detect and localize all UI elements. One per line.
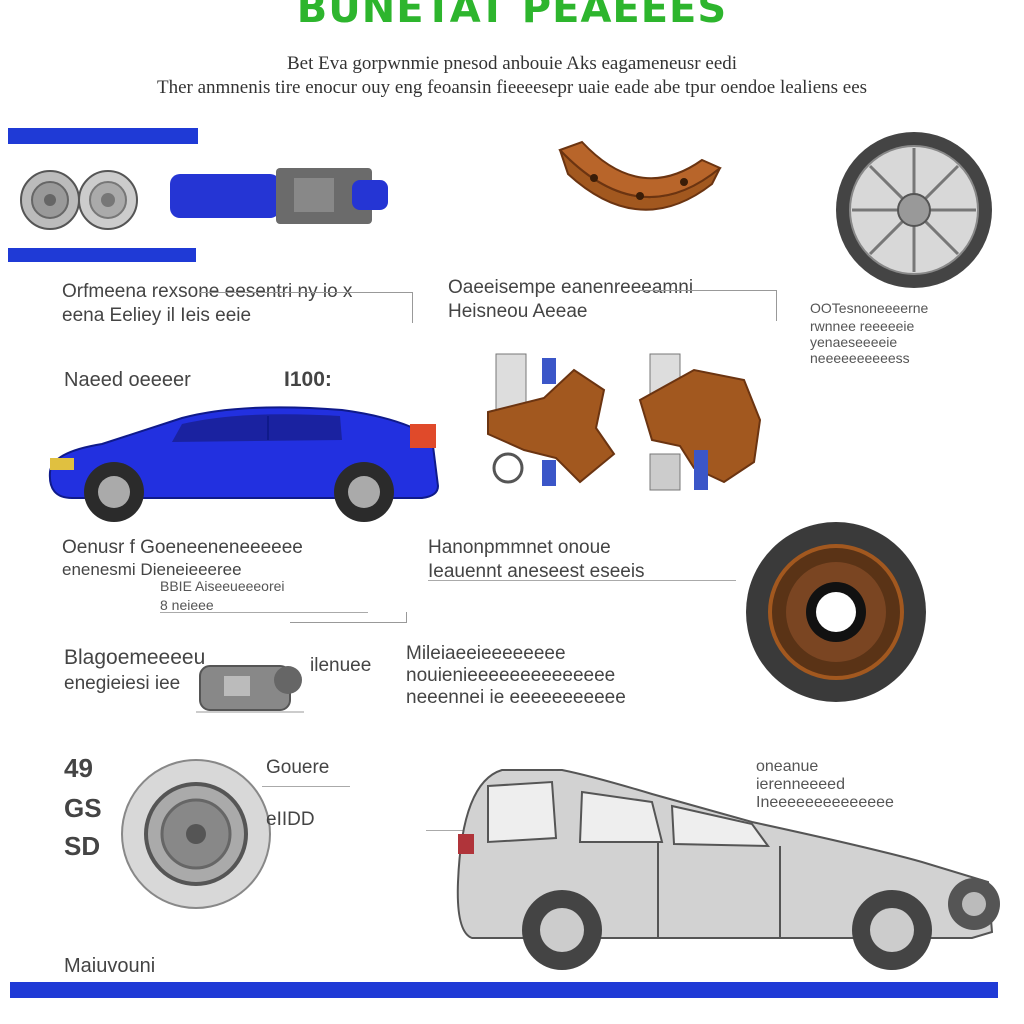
- page-title: BUNETAT PEAEEES: [296, 0, 728, 32]
- section1-right-text-1: OOTesnoneeeerne: [810, 300, 929, 316]
- section1-right-text-4: neeeeeeeeeess: [810, 350, 910, 366]
- section2-left-text-2: enenesmi Dieneieeeree: [62, 560, 242, 579]
- subtitle-line-2: Ther anmnenis tire enocur ouy eng feoans…: [156, 77, 868, 98]
- stat-number-3: SD: [64, 831, 101, 861]
- section3-mid-text-1: Mileiaeeieeeeeeee: [406, 643, 566, 664]
- footer-text: Maiuvouni: [64, 955, 156, 977]
- car-label: Naeed oeeeer: [64, 369, 191, 391]
- gray-suv-illustration: [456, 769, 1000, 970]
- section1-left-text-2: eena Eeliey il Ieis eeie: [62, 305, 252, 326]
- wheel-label-2: eIIDD: [266, 809, 315, 830]
- wheel-hub-illustration: [121, 759, 271, 909]
- brake-rotor-illustration: [746, 522, 926, 702]
- leader-line: [428, 580, 736, 581]
- caliper-illustration: [196, 665, 304, 713]
- section1-mid-text-2: Heisneou Aeeae: [448, 301, 588, 322]
- suv-label-3: Ineeeeeeeeeeeeee: [756, 794, 894, 811]
- section3-left-text-1: Blagoemeeeeu: [64, 646, 206, 669]
- section1-mid-text-1: Oaeeisempe eanenreeeamni: [448, 277, 694, 298]
- section3-side-text: ilenuee: [310, 655, 372, 676]
- suspension-parts-illustration: [487, 353, 762, 491]
- section1-left-text-1: Orfmeena rexsone eesentri ny io x: [62, 281, 353, 302]
- section2-left-text-4: 8 neieee: [160, 597, 214, 613]
- section2-mid-text-1: Hanonpmmnet onoue: [428, 537, 611, 558]
- section2-left-text-3: BBIE Aiseeueeeorei: [160, 578, 285, 594]
- stat-number-1: 49: [64, 753, 93, 783]
- leader-line: [426, 830, 486, 831]
- section3-mid-text-3: neeennei ie eeeeeeeeeee: [406, 687, 626, 708]
- section2-left-text-1: Oenusr f Goeneeneneeeeee: [62, 537, 303, 558]
- brake-discs-illustration: [20, 170, 138, 230]
- section3-mid-text-2: nouienieeeeeeeeeeeeee: [406, 665, 616, 686]
- leader-line: [200, 292, 413, 323]
- blue-sedan-illustration: [48, 406, 440, 522]
- car-price: I100:: [284, 368, 332, 391]
- section3-left-text-2: enegieiesi iee: [64, 673, 181, 694]
- footer-accent-bar: [10, 982, 998, 998]
- leader-line: [160, 612, 368, 613]
- leader-line: [262, 786, 350, 787]
- leader-line: [290, 612, 407, 623]
- subtitle-line-1: Bet Eva gorpwnmie pnesod anbouie Aks eag…: [286, 53, 738, 74]
- section2-mid-text-2: Ieauennt aneseest eseeis: [428, 561, 645, 582]
- brake-shoe-illustration: [558, 140, 722, 211]
- leader-line: [640, 290, 777, 321]
- alloy-wheel-illustration: [836, 132, 992, 288]
- suv-label-2: ierenneeeed: [756, 776, 845, 793]
- wheel-label-1: Gouere: [266, 757, 330, 778]
- accent-bar: [8, 248, 196, 262]
- stat-number-2: GS: [64, 793, 102, 823]
- shock-absorber-illustration: [170, 168, 388, 224]
- accent-bar: [8, 128, 198, 144]
- section1-right-text-3: yenaeseeeeie: [810, 334, 898, 350]
- suv-label-1: oneanue: [756, 758, 819, 775]
- section1-right-text-2: rwnnee reeeeeie: [810, 318, 915, 334]
